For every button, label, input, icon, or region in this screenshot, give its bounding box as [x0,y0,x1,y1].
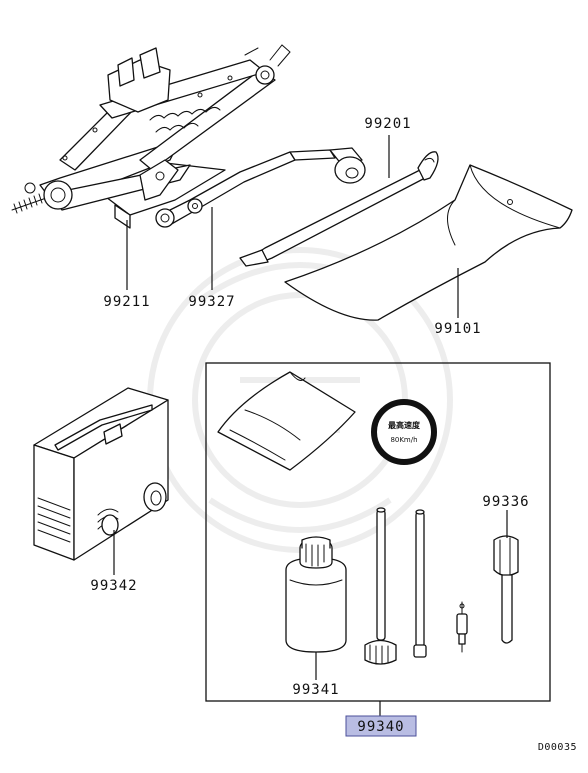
label-jack-handle: 99327 [188,294,235,310]
repair-kit-label[interactable]: 99340 [345,715,417,737]
filler-hose-tool[interactable] [364,507,397,665]
tool-bag[interactable] [284,164,573,321]
compressor[interactable] [33,387,169,561]
wheel-wrench[interactable] [239,151,439,267]
sealant-pouch[interactable] [217,371,356,471]
speed-sticker-speed: 80Km/h [390,436,417,444]
label-compressor: 99342 [90,578,137,594]
label-wheel-wrench: 99201 [364,116,411,132]
diagram-code: D00035 [538,742,577,753]
speed-sticker: 最高速度 80Km/h [371,399,437,465]
sealant-bottle[interactable] [285,536,347,653]
repair-kit-frame [205,362,551,702]
speed-sticker-title: 最高速度 [388,420,421,430]
valve-core[interactable] [456,601,468,653]
leader-lines [113,135,508,716]
label-repair-kit: 99340 [357,719,404,735]
label-jack: 99211 [103,294,150,310]
label-sealant-bottle: 99341 [292,682,339,698]
valve-tool[interactable] [493,535,519,644]
part-labels: 99211 99327 99201 99101 99342 99341 9933… [90,116,529,698]
scissor-jack[interactable] [11,44,291,229]
extension-rod[interactable] [413,509,427,658]
label-valve-tool: 99336 [482,494,529,510]
label-tool-bag: 99101 [434,321,481,337]
jack-handle[interactable] [155,147,366,228]
